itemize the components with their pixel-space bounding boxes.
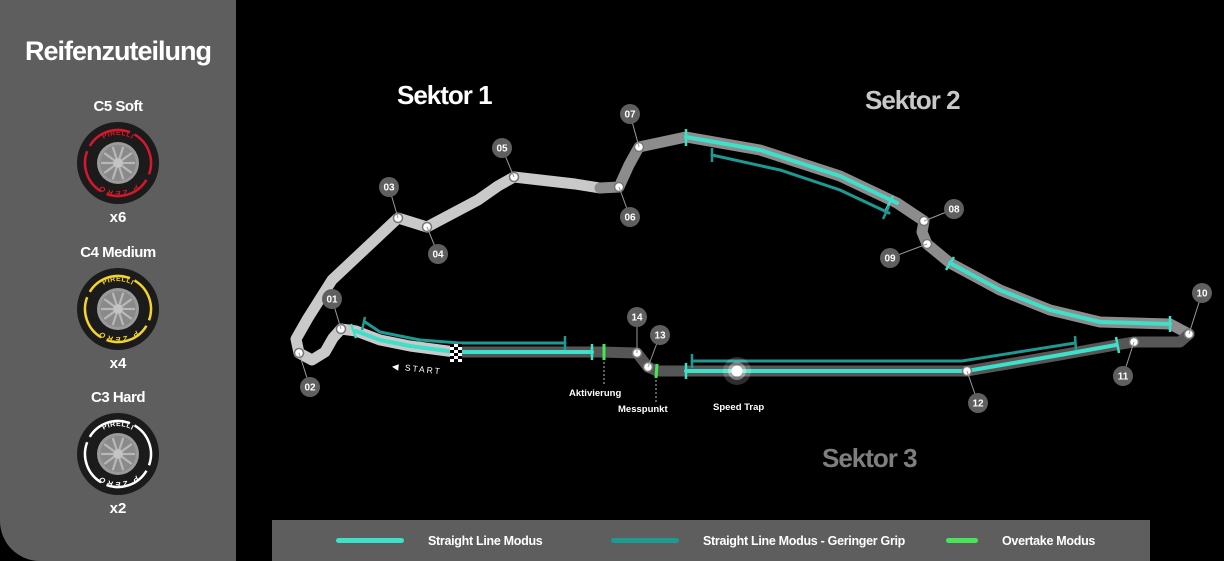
legend-label: Overtake Modus [1002, 533, 1096, 548]
corner-10: 10 [1188, 283, 1212, 335]
corner-number: 08 [948, 205, 960, 216]
corner-05: 05 [492, 138, 515, 178]
tyre-name: C3 Hard [90, 389, 146, 406]
corner-number: 14 [631, 313, 643, 324]
legend-label: Straight Line Modus - Geringer Grip [703, 533, 906, 548]
tyre-brand: PIRELLI [101, 130, 135, 141]
corner-01: 01 [322, 289, 342, 330]
low-grip-ticks [360, 148, 1078, 368]
tyre-band [83, 274, 153, 344]
corner-08: 08 [923, 199, 964, 222]
tyre-allocation-title: Reifenzuteilung [25, 36, 212, 66]
track-sector-2 [594, 131, 1195, 340]
legend-swatch [336, 538, 404, 543]
corner-11: 11 [1113, 341, 1135, 386]
corner-number: 03 [383, 183, 395, 194]
corner-06: 06 [618, 186, 640, 227]
corner-09: 09 [880, 243, 928, 268]
corner-number: 09 [884, 254, 896, 265]
legend-item-straight-line: Straight Line Modus [336, 520, 543, 561]
corner-02: 02 [298, 352, 320, 397]
tyre-brand: PIRELLI [101, 276, 135, 287]
corner-04: 04 [426, 226, 448, 264]
corner-number: 04 [432, 250, 444, 261]
corner-number: 06 [624, 213, 636, 224]
low-grip-zone-back [710, 153, 891, 215]
speed-trap-dot [731, 365, 743, 377]
tyre-brand: PIRELLI [101, 421, 135, 432]
corner-labels: 01 02 03 04 05 06 07 08 09 10 11 12 13 1… [298, 104, 1212, 413]
tyre-name: C4 Medium [80, 244, 156, 261]
corner-number: 11 [1118, 372, 1129, 383]
legend-swatch [946, 538, 978, 543]
corner-number: 13 [654, 331, 666, 342]
overtake-ticks [602, 344, 659, 379]
corner-13: 13 [647, 325, 670, 368]
legend-item-overtake: Overtake Modus [946, 520, 1095, 561]
tyre-band [83, 419, 153, 489]
corner-07: 07 [620, 104, 640, 148]
tyre-count: x2 [109, 500, 127, 517]
straight-line-zone-main [354, 329, 594, 354]
straight-line-zone-10 [948, 261, 1172, 326]
start-label: ◀ START [392, 361, 443, 376]
corner-14: 14 [627, 307, 647, 353]
measure-label: Messpunkt [618, 404, 668, 415]
sector-1-label: Sektor 1 [397, 80, 492, 110]
corner-number: 07 [624, 110, 636, 121]
speed-trap-label: Speed Trap [713, 402, 764, 413]
tyre-count: x6 [109, 209, 127, 226]
legend: Straight Line Modus Straight Line Modus … [272, 520, 1150, 561]
tyre-count: x4 [109, 355, 127, 372]
straight-line-zone-back [684, 135, 899, 205]
corner-number: 02 [304, 383, 316, 394]
corner-number: 05 [496, 144, 508, 155]
corner-number: 12 [972, 399, 984, 410]
corner-number: 01 [326, 295, 338, 306]
track-map: Sektor 1 Sektor 2 Sektor 3 [290, 80, 1212, 473]
tyre-name: C5 Soft [93, 98, 144, 115]
legend-swatch [611, 538, 679, 543]
sector-2-label: Sektor 2 [865, 85, 960, 115]
legend-item-low-grip: Straight Line Modus - Geringer Grip [611, 520, 905, 561]
corner-03: 03 [379, 177, 399, 219]
legend-label: Straight Line Modus [428, 533, 543, 548]
sector-3-label: Sektor 3 [822, 443, 917, 473]
low-grip-zone-speedtrap [690, 341, 1077, 363]
start-finish-line [450, 344, 462, 362]
corner-number: 10 [1196, 289, 1208, 300]
activation-label: Aktivierung [569, 388, 621, 399]
low-grip-zone-main [363, 320, 567, 345]
straight-line-zone-speedtrap [684, 343, 1118, 373]
corner-12: 12 [966, 370, 988, 413]
